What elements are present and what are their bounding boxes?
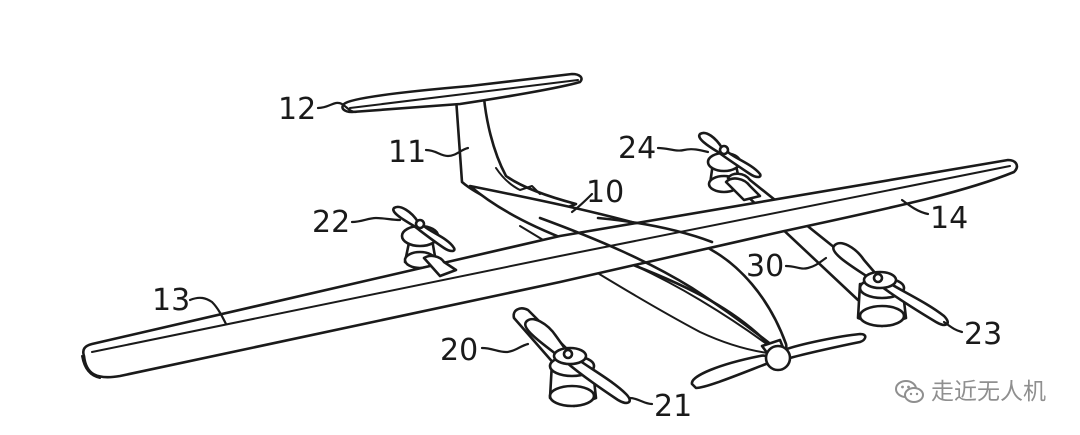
wechat-icon [895,380,924,403]
rotor-arm-rear-left [422,254,458,278]
label-10: 10 [586,175,624,210]
label-13: 13 [152,283,190,318]
label-23: 23 [964,317,1002,352]
rotor-rear-left [392,205,456,270]
wing [81,158,1019,379]
rotor-front-left [524,317,631,408]
label-21: 21 [654,389,692,424]
nose-propeller [690,332,867,390]
watermark: 走近无人机 [895,379,1046,405]
rotor-front-right [832,241,949,328]
watermark-text: 走近无人机 [931,378,1046,405]
label-12: 12 [278,92,316,127]
label-14: 14 [930,201,968,236]
label-20: 20 [440,333,478,368]
label-11: 11 [388,135,426,170]
label-22: 22 [312,205,350,240]
label-30: 30 [746,249,784,284]
label-24: 24 [618,131,656,166]
